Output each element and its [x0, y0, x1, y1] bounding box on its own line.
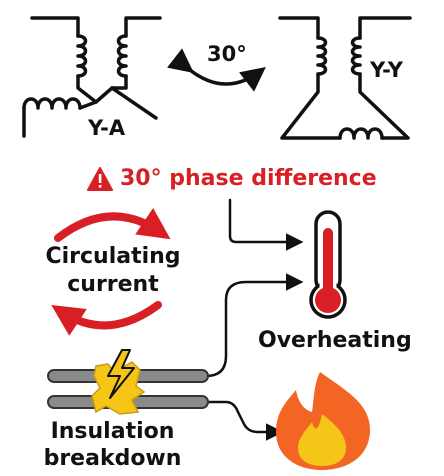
warning-banner: 30° phase difference: [88, 163, 377, 193]
warning-triangle-icon: [87, 167, 113, 191]
insulation-breakdown-label: Insulation breakdown: [20, 418, 205, 472]
arrow-cable-to-fire: [204, 400, 284, 441]
y-y-label: Y-Y: [370, 58, 403, 82]
y-delta-label: Y-A: [88, 116, 126, 140]
phase-difference-warning: 30° phase difference: [120, 165, 377, 191]
arrow-to-thermometer: [228, 198, 304, 251]
insulation-line-1: Insulation: [50, 419, 175, 444]
y-y-transformer: [278, 16, 412, 140]
insulation-line-2: breakdown: [43, 446, 182, 471]
circulating-current-label: Circulating current: [28, 243, 198, 299]
connector-arrows: [204, 198, 304, 441]
y-delta-transformer: [22, 16, 162, 138]
overheating-label: Overheating: [258, 328, 412, 353]
circular-arrows-icon: [51, 207, 171, 336]
phase-angle-label: 30°: [207, 42, 247, 66]
thermometer-icon: [309, 210, 347, 319]
arrow-cable-to-thermometer: [204, 273, 304, 378]
phase-shift-arrow-icon: [167, 48, 266, 92]
circulating-line-1: Circulating: [45, 244, 181, 269]
circulating-line-2: current: [67, 272, 159, 297]
fire-icon: [276, 372, 370, 470]
lightning-bolt-icon: [107, 349, 135, 399]
